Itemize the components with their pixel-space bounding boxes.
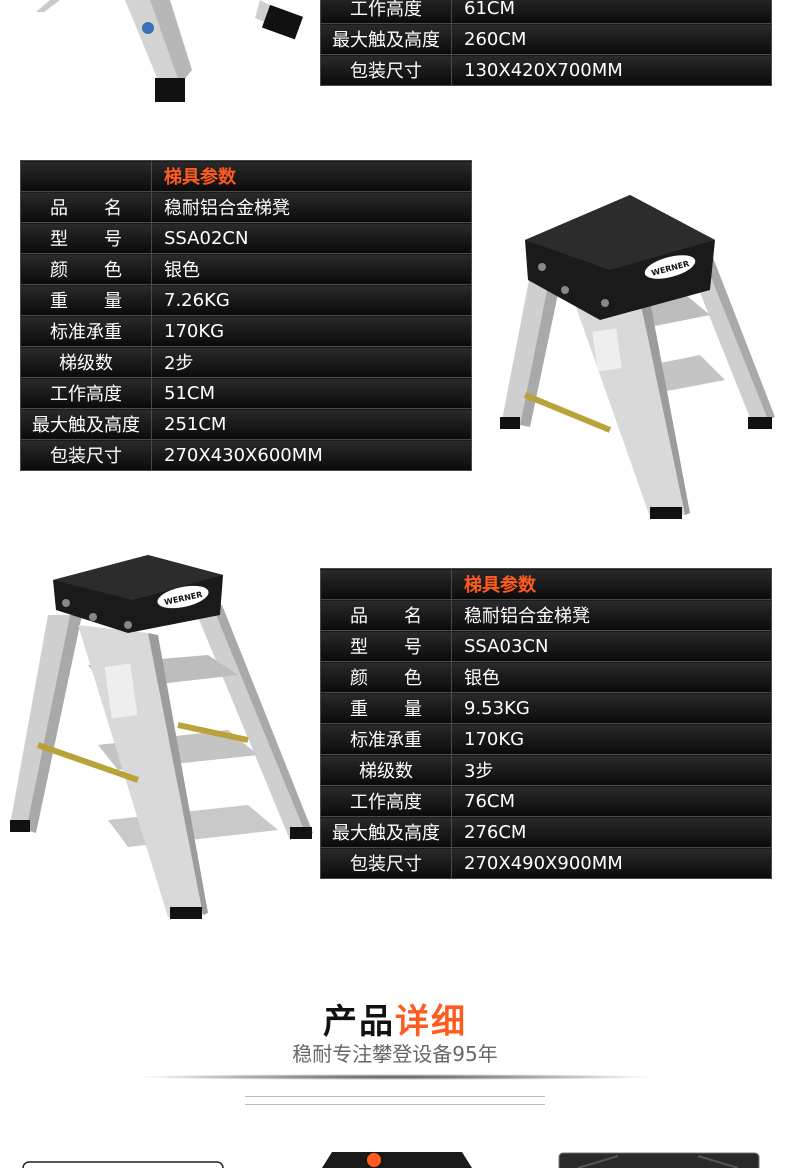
table-row: 包装尺寸 130X420X700MM [320, 54, 772, 86]
spec-label: 包装尺寸 [320, 847, 452, 879]
section-title-dark: 产品 [323, 1002, 395, 1042]
spec-value: SSA03CN [451, 630, 772, 662]
table-row: 最大触及高度 260CM [320, 23, 772, 55]
spec-label: 标准承重 [320, 723, 452, 755]
spec-label: 颜 色 [20, 253, 152, 285]
spec-value: 170KG [451, 723, 772, 755]
spec-label: 最大触及高度 [320, 23, 452, 55]
spec-label: 包装尺寸 [20, 439, 152, 471]
stool-image-3-step: WERNER [10, 555, 313, 919]
spec-value: 170KG [151, 315, 472, 347]
spec-table-top: 工作高度 61CM 最大触及高度 260CM 包装尺寸 130X420X700M… [320, 0, 772, 86]
spec-value: 9.53KG [451, 692, 772, 724]
table-row: 品 名稳耐铝合金梯凳 [320, 599, 772, 631]
table-header-row: 梯具参数 [320, 568, 772, 600]
section-divider [130, 1074, 660, 1080]
spec-value: 稳耐铝合金梯凳 [451, 599, 772, 631]
table-row: 颜 色银色 [20, 253, 472, 285]
table-header-row: 梯具参数 [20, 160, 472, 192]
section-subtitle: 稳耐专注攀登设备95年 [292, 1042, 498, 1066]
spec-label: 工作高度 [320, 0, 452, 24]
spec-label: 型 号 [20, 222, 152, 254]
spec-value: 251CM [151, 408, 472, 440]
spec-value: 3步 [451, 754, 772, 786]
section-title-accent: 详细 [395, 1002, 467, 1042]
spec-label: 标准承重 [20, 315, 152, 347]
spec-label: 最大触及高度 [320, 816, 452, 848]
spec-value: 银色 [151, 253, 472, 285]
detail-thumbnail-right [558, 1152, 760, 1168]
table-row: 品 名稳耐铝合金梯凳 [20, 191, 472, 223]
spec-value: 270X430X600MM [151, 439, 472, 471]
spec-label: 品 名 [20, 191, 152, 223]
detail-thumbnail-center [322, 1152, 472, 1168]
table-row: 颜 色银色 [320, 661, 772, 693]
spec-label: 最大触及高度 [20, 408, 152, 440]
spec-value: 260CM [451, 23, 772, 55]
spec-value: 76CM [451, 785, 772, 817]
spec-table-header: 梯具参数 [451, 568, 772, 600]
spec-label: 工作高度 [20, 377, 152, 409]
stool-image-2-step: WERNER [500, 195, 775, 519]
spec-value: 7.26KG [151, 284, 472, 316]
spec-label: 重 量 [20, 284, 152, 316]
spec-label: 型 号 [320, 630, 452, 662]
spec-value: SSA02CN [151, 222, 472, 254]
detail-thumbnail-left [22, 1161, 224, 1168]
spec-label: 梯级数 [20, 346, 152, 378]
spec-table-header: 梯具参数 [151, 160, 472, 192]
spec-value: 130X420X700MM [451, 54, 772, 86]
spec-label: 包装尺寸 [320, 54, 452, 86]
spec-label: 梯级数 [320, 754, 452, 786]
spec-value: 51CM [151, 377, 472, 409]
spec-label: 工作高度 [320, 785, 452, 817]
spec-value: 61CM [451, 0, 772, 24]
spec-label: 重 量 [320, 692, 452, 724]
spec-value: 2步 [151, 346, 472, 378]
section-title: 产品详细 [0, 994, 790, 1043]
fine-print-decoration [0, 1102, 790, 1109]
spec-value: 银色 [451, 661, 772, 693]
spec-label: 品 名 [320, 599, 452, 631]
spec-label-empty [20, 160, 152, 192]
fine-print-decoration [0, 1094, 790, 1101]
table-row: 工作高度 61CM [320, 0, 772, 24]
spec-value: 270X490X900MM [451, 847, 772, 879]
stool-image-top [36, 0, 304, 102]
spec-value: 稳耐铝合金梯凳 [151, 191, 472, 223]
spec-value: 276CM [451, 816, 772, 848]
spec-label-empty [320, 568, 452, 600]
spec-label: 颜 色 [320, 661, 452, 693]
